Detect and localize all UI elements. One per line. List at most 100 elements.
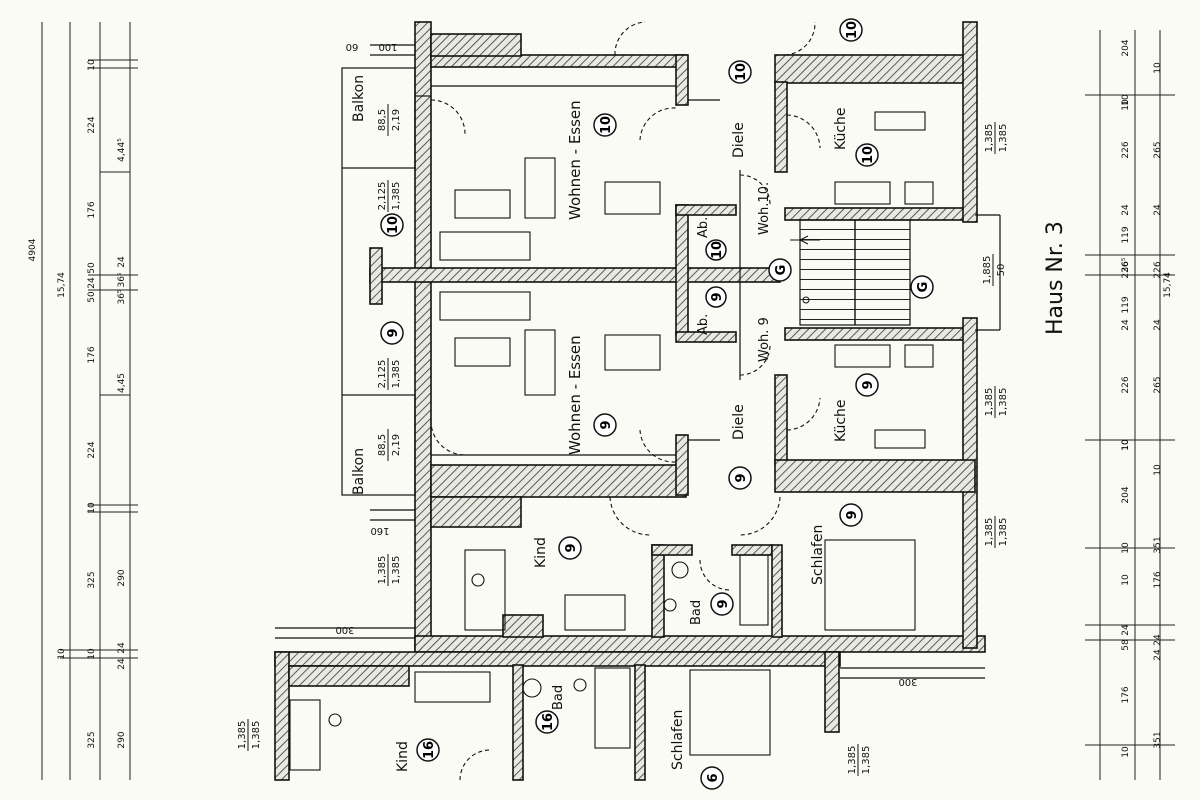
svg-text:2,125: 2,125 — [377, 360, 388, 389]
stair-letter: G — [774, 265, 789, 276]
svg-text:1,385: 1,385 — [984, 518, 995, 547]
opening-dimensions: 60 100 160 300 300 — [335, 41, 917, 687]
svg-text:15,74: 15,74 — [57, 272, 67, 298]
svg-text:24: 24 — [1121, 624, 1131, 636]
svg-text:1,385: 1,385 — [847, 746, 858, 775]
svg-text:1,385: 1,385 — [984, 388, 995, 417]
svg-text:176: 176 — [1153, 571, 1163, 588]
unit-marker: 9 — [558, 536, 582, 560]
svg-text:265: 265 — [1153, 376, 1163, 393]
kind-label: Kind — [533, 537, 549, 568]
title: Haus Nr. 3 — [1043, 221, 1068, 335]
svg-text:10: 10 — [87, 502, 97, 514]
unit-number: 16 — [422, 741, 437, 759]
svg-text:10: 10 — [1121, 439, 1131, 451]
svg-text:1,385: 1,385 — [984, 124, 995, 153]
right-dimension-labels: 15,74 204 10 226 24 119 36⁵ 226 119 24 2… — [1121, 39, 1173, 758]
svg-text:24: 24 — [1121, 204, 1131, 216]
svg-text:15,74: 15,74 — [1163, 272, 1173, 298]
walls — [274, 21, 986, 781]
svg-text:50: 50 — [87, 291, 97, 303]
unit-marker: 16 — [535, 710, 559, 734]
furniture — [289, 111, 934, 771]
svg-text:88,5: 88,5 — [377, 109, 388, 131]
unit-number: 16 — [541, 713, 556, 731]
svg-text:24: 24 — [1153, 319, 1163, 331]
svg-text:10: 10 — [1121, 439, 1131, 451]
unit-marker: 9 — [839, 503, 863, 527]
svg-text:204: 204 — [1121, 486, 1131, 503]
svg-text:2,19: 2,19 — [391, 109, 402, 131]
unit-number: 10 — [861, 146, 876, 164]
unit-number: 9 — [845, 510, 860, 519]
unit-marker: 16 — [416, 738, 440, 762]
svg-text:325: 325 — [87, 731, 97, 748]
wohnen-essen-label: Wohnen - Essen — [566, 335, 584, 455]
left-dimension-strip — [41, 22, 138, 780]
svg-text:224: 224 — [87, 441, 97, 458]
unit-marker: 10 — [380, 213, 404, 237]
door-swings — [430, 21, 821, 781]
svg-text:1,385: 1,385 — [998, 518, 1009, 547]
unit-number: 9 — [861, 380, 876, 389]
ab-label: Ab. — [696, 217, 711, 238]
unit-number: 9 — [716, 599, 731, 608]
unit-marker: 9 — [593, 413, 617, 437]
svg-text:1,385: 1,385 — [998, 124, 1009, 153]
svg-text:226: 226 — [1121, 376, 1131, 393]
svg-text:24: 24 — [87, 277, 97, 289]
svg-text:36⁵: 36⁵ — [1121, 257, 1131, 272]
svg-text:1,385: 1,385 — [391, 556, 402, 585]
svg-text:24: 24 — [117, 658, 127, 670]
svg-text:88,5: 88,5 — [377, 434, 388, 456]
svg-text:24: 24 — [117, 256, 127, 268]
unit-number: 9 — [564, 543, 579, 552]
svg-text:1,385: 1,385 — [391, 182, 402, 211]
svg-text:1,385: 1,385 — [998, 388, 1009, 417]
unit-marker: 9 — [380, 321, 404, 345]
woh-label: Woh.10. — [757, 182, 772, 235]
svg-text:10: 10 — [1121, 746, 1131, 758]
kueche-label: Küche — [833, 399, 849, 442]
svg-text:119: 119 — [1121, 226, 1131, 243]
unit-number: 10 — [845, 21, 860, 39]
svg-text:10: 10 — [1121, 574, 1131, 586]
svg-text:36⁵: 36⁵ — [117, 289, 127, 304]
svg-text:1,885: 1,885 — [982, 256, 993, 285]
partition-lines — [275, 44, 1001, 679]
unit-number: 10 — [710, 241, 725, 259]
svg-text:10: 10 — [1121, 99, 1131, 111]
svg-text:10: 10 — [57, 648, 67, 660]
svg-text:325: 325 — [87, 571, 97, 588]
svg-text:290: 290 — [117, 569, 127, 586]
svg-text:1,385: 1,385 — [377, 556, 388, 585]
svg-text:265: 265 — [1153, 141, 1163, 158]
unit-number: 10 — [734, 63, 749, 81]
right-dimension-strip — [1085, 30, 1175, 780]
stair-marker: G — [768, 258, 792, 282]
svg-text:224: 224 — [87, 116, 97, 133]
staircase — [790, 219, 911, 326]
svg-text:50: 50 — [87, 262, 97, 274]
unit-number: 10 — [386, 216, 401, 234]
unit-marker: 9 — [710, 592, 734, 616]
kueche-label: Küche — [833, 107, 849, 150]
diele-label: Diele — [731, 404, 747, 440]
svg-text:1,385: 1,385 — [861, 746, 872, 775]
svg-text:119: 119 — [1121, 296, 1131, 313]
unit-marker: 10 — [728, 60, 752, 84]
unit-marker: 6 — [700, 766, 724, 790]
diele-label: Diele — [731, 122, 747, 158]
svg-text:10: 10 — [87, 648, 97, 660]
svg-text:24: 24 — [1121, 319, 1131, 331]
